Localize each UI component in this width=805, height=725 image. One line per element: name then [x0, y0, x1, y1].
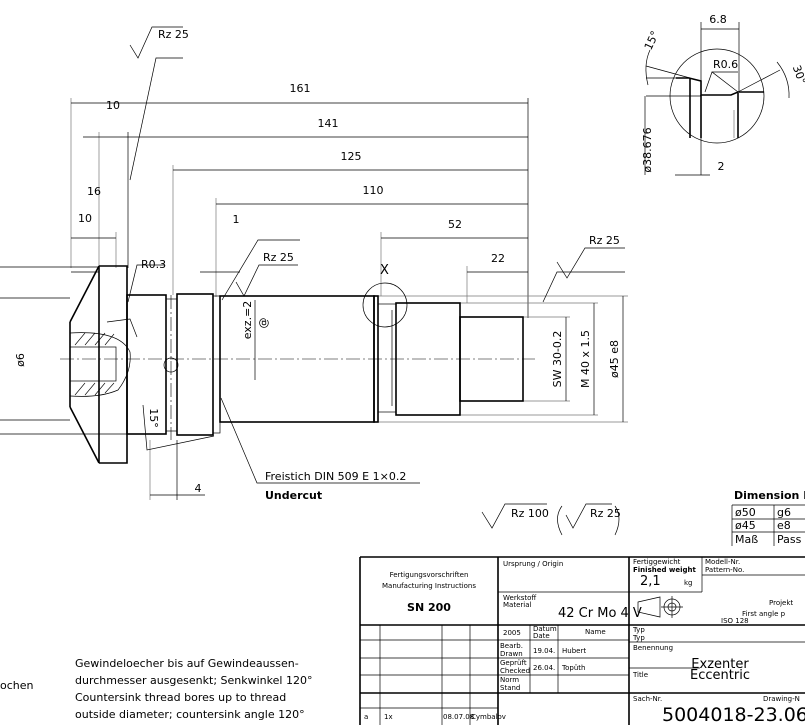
checked-date: 26.04.	[533, 664, 555, 672]
dim-52: 52	[448, 218, 462, 231]
drawing-no-label-de: Sach-Nr.	[633, 695, 662, 703]
material-value: 42 Cr Mo 4 V	[558, 606, 642, 621]
dim-16: 16	[87, 185, 101, 198]
undercut-spec: Freistich DIN 509 E 1×0.2	[265, 470, 406, 483]
surface-rz25-right: Rz 25	[589, 234, 620, 247]
shaft-outline	[0, 265, 535, 464]
drawing-no-label-en: Drawing-N	[763, 695, 800, 703]
dim-m40: M 40 x 1.5	[579, 330, 592, 388]
surface-rz100: Rz 100	[511, 507, 549, 520]
dim-10-low: 10	[78, 212, 92, 225]
name-header: Name	[585, 628, 606, 636]
drawn-date: 19.04.	[533, 647, 555, 655]
pattern-label-en: Pattern-No.	[705, 566, 744, 574]
dim-phi45: ø45 e8	[608, 340, 621, 378]
date-header-de: Datum	[533, 625, 557, 633]
eccentricity-mark: @	[257, 318, 270, 329]
revision-qty: 1x	[384, 713, 393, 721]
drawing-number: 5004018-23.061	[662, 704, 805, 725]
norm-label-de: Norm	[500, 676, 519, 684]
norm-label-en: Stand	[500, 684, 520, 692]
angle-15: 15°	[147, 408, 160, 428]
weight-value: 2,1	[640, 574, 661, 589]
note-line: Countersink thread bores up to thread	[75, 691, 286, 704]
dim-4: 4	[195, 482, 202, 495]
dim-10-top: 10	[106, 99, 120, 112]
leaders	[106, 26, 625, 484]
origin-label: Ursprung / Origin	[503, 560, 563, 568]
surface-rz25-general: Rz 25	[590, 507, 621, 520]
surface-rz25-mid: Rz 25	[263, 251, 294, 264]
dim-sw30: SW 30-0.2	[551, 331, 564, 388]
fit-table	[731, 504, 805, 546]
surface-rz25-top: Rz 25	[158, 28, 189, 41]
projection-label-en: First angle p	[742, 610, 786, 618]
detail-dim-6-8: 6.8	[709, 13, 727, 26]
checked-name: Topüth	[561, 664, 585, 672]
detail-angle-15: 15°	[642, 29, 662, 52]
detail-radius-r06: R0.6	[713, 58, 738, 71]
note-fragment: ochen	[0, 679, 34, 692]
radius-r03: R0.3	[141, 258, 166, 271]
dim-phi6: ø6	[14, 353, 27, 367]
material-label-en: Material	[503, 601, 531, 609]
pattern-label-de: Modell-Nr.	[705, 558, 740, 566]
checked-label-de: Geprüft	[500, 659, 527, 667]
fit-row-dim: ø50	[735, 506, 756, 519]
dim-1: 1	[233, 213, 240, 226]
detail-angle-30: 30°	[790, 63, 805, 86]
type-label-en: Typ	[632, 634, 645, 642]
part-title-en: Eccentric	[690, 668, 750, 683]
part-title-de: Exzenter	[691, 657, 749, 672]
fit-row-fit: Pass	[777, 533, 802, 546]
type-label-de: Typ	[632, 626, 645, 634]
title-label-de: Benennung	[633, 644, 673, 652]
fit-row-dim: ø45	[735, 519, 756, 532]
weight-unit: kg	[684, 579, 693, 587]
projection-cone-icon	[637, 596, 661, 618]
revision-date: 08.07.08	[443, 713, 474, 721]
manuf-instructions-de: Fertigungsvorschriften	[390, 571, 469, 579]
dim-22: 22	[491, 252, 505, 265]
fit-table-title: Dimension Fit	[734, 489, 805, 502]
checked-label-en: Checked	[500, 667, 530, 675]
fit-row-dim: Maß	[735, 533, 758, 546]
dim-141: 141	[318, 117, 339, 130]
dim-110: 110	[363, 184, 384, 197]
weight-label-de: Fertiggewicht	[633, 558, 681, 566]
general-surface-symbol	[481, 503, 620, 536]
revision-name: Cymbalov	[471, 713, 506, 721]
fit-row-fit: g6	[777, 506, 791, 519]
undercut-label: Undercut	[265, 489, 322, 502]
drawn-label-en: Drawn	[500, 650, 523, 658]
fit-row-fit: e8	[777, 519, 791, 532]
note-line: durchmesser ausgesenkt; Senkwinkel 120°	[75, 674, 312, 687]
year: 2005	[503, 629, 521, 637]
dim-161: 161	[290, 82, 311, 95]
standard-number: SN 200	[407, 601, 451, 614]
date-header-en: Date	[533, 632, 550, 640]
dim-125: 125	[341, 150, 362, 163]
title-block-grid	[359, 556, 805, 725]
title-label-en: Title	[632, 671, 648, 679]
iso-label: ISO 128	[721, 617, 749, 625]
drawn-label-de: Bearb.	[500, 642, 523, 650]
detail-dim-phi: ø38.676	[641, 127, 654, 172]
extension-lines	[70, 98, 628, 500]
note-line: outside diameter; countersink angle 120°	[75, 708, 305, 721]
manuf-instructions-en: Manufacturing Instructions	[382, 582, 476, 590]
detail-x-label: X	[380, 263, 389, 278]
dimension-lines	[71, 102, 624, 496]
drawn-name: Hubert	[562, 647, 586, 655]
material-label-de: Werkstoff	[503, 594, 536, 602]
revision-index: a	[364, 713, 368, 721]
projection-label-de: Projekt	[769, 599, 793, 607]
detail-dim-2: 2	[718, 160, 725, 173]
detail-x-view	[644, 22, 790, 176]
note-line: Gewindeloecher bis auf Gewindeaussen-	[75, 657, 299, 670]
eccentricity-label: exz.=2	[241, 301, 254, 340]
weight-label-en: Finished weight	[633, 566, 697, 574]
detail-x-marker	[362, 282, 408, 328]
